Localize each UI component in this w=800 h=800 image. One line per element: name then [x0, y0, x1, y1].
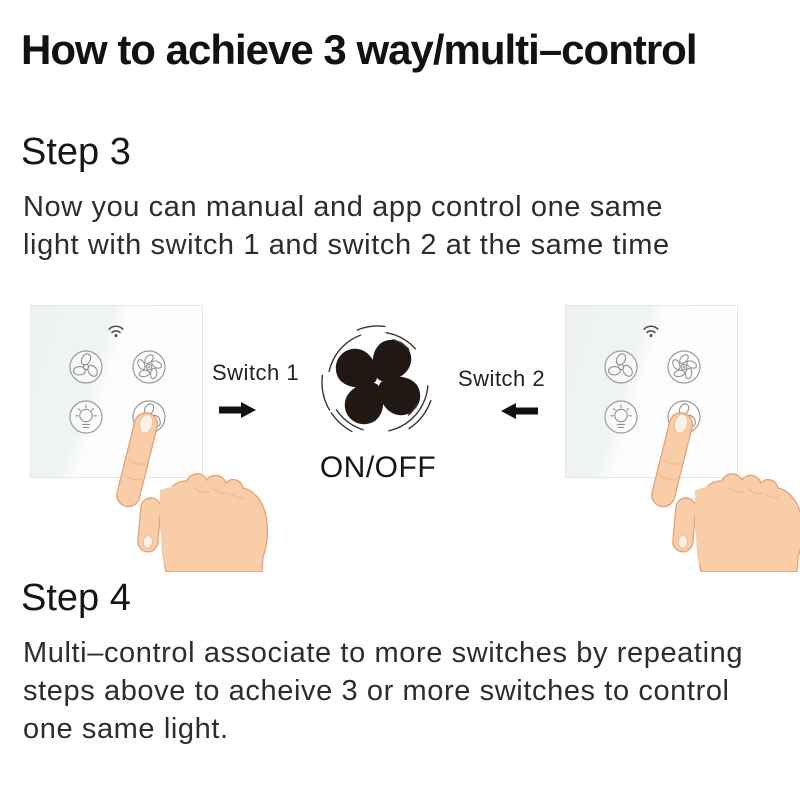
ceiling-fan-icon	[321, 325, 435, 439]
onoff-label: ON/OFF	[319, 451, 437, 484]
step4-heading: Step 4	[21, 577, 131, 619]
switch1-label: Switch 1	[212, 360, 300, 385]
arrow-right-icon	[219, 402, 256, 418]
pointing-hand-right	[648, 410, 800, 572]
step3-body: Now you can manual and app control one s…	[23, 188, 783, 264]
step4-body-line1: Multi–control associate to more switches…	[23, 637, 744, 669]
step3-body-line1: Now you can manual and app control one s…	[23, 191, 664, 223]
page-title: How to achieve 3 way/multi–control	[21, 26, 698, 73]
step3-body-line2: light with switch 1 and switch 2 at the …	[23, 229, 670, 261]
step4-body-line2: steps above to acheive 3 or more switche…	[23, 675, 730, 707]
switch2-label: Switch 2	[458, 366, 546, 391]
step4-body: Multi–control associate to more switches…	[23, 634, 793, 748]
step3-heading: Step 3	[21, 131, 131, 173]
step4-body-line3: one same light.	[23, 713, 229, 745]
arrow-left-icon	[501, 403, 538, 419]
pointing-hand-left	[113, 410, 269, 572]
